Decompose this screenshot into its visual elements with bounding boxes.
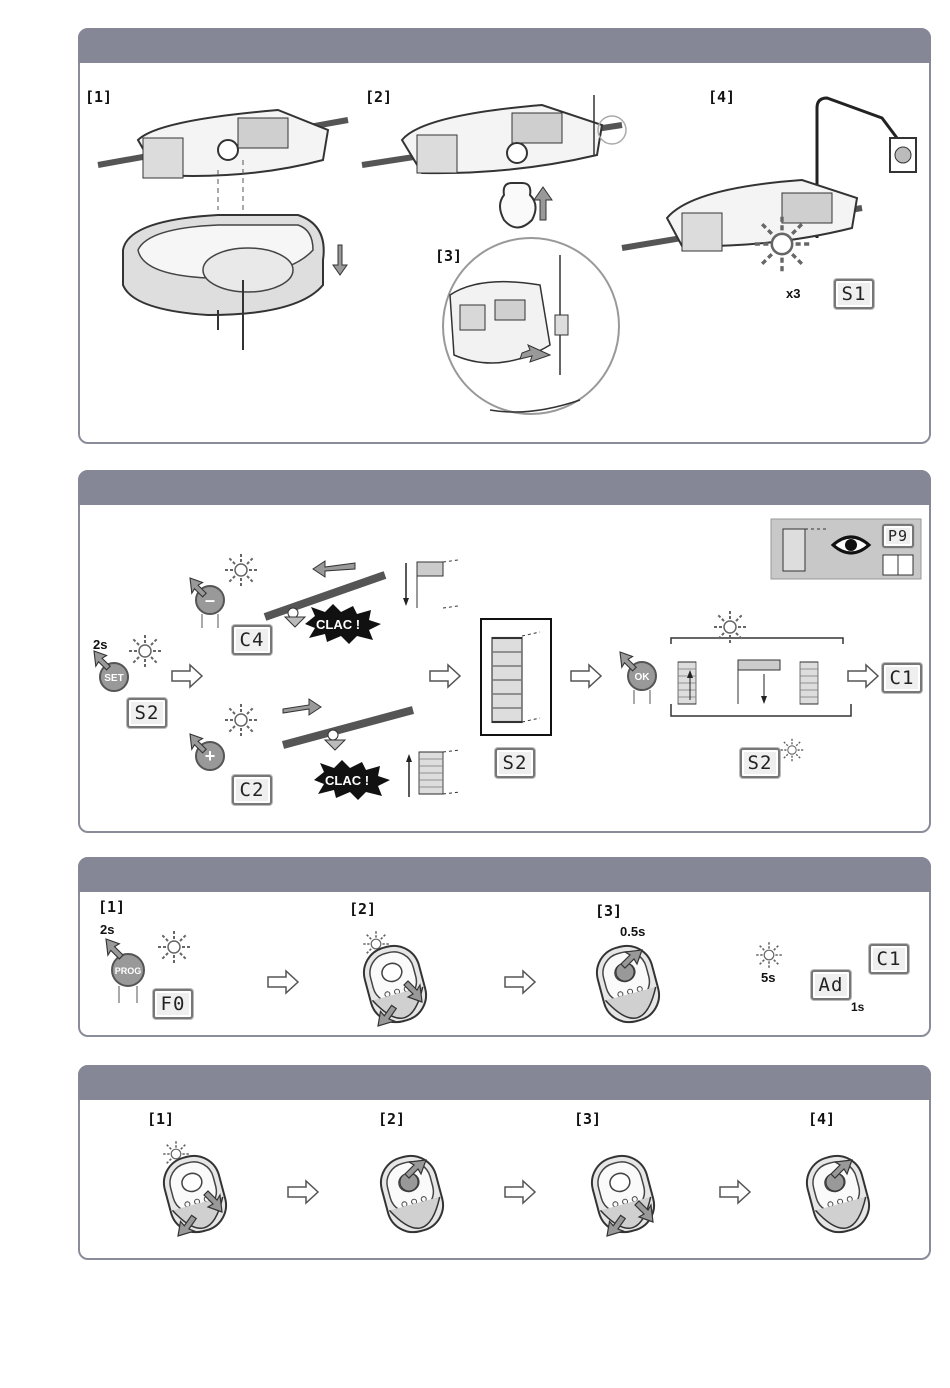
light-bulb-icon: [712, 609, 748, 645]
step-label-3: [3]: [595, 902, 622, 920]
arrow-right-icon: [268, 971, 300, 995]
door-open-small: [403, 558, 463, 618]
display-s2-door: S2: [495, 748, 535, 778]
display-s1: S1: [834, 279, 874, 309]
light-bulb-icon: [223, 702, 259, 738]
step-label-2: [2]: [378, 1110, 405, 1128]
display-s2-after-set: S2: [127, 698, 167, 728]
plus-button: +: [186, 700, 276, 780]
eye-icon: [833, 537, 869, 553]
minus-button: –: [186, 550, 276, 630]
display-p9: P9: [882, 524, 914, 548]
clac-label-bottom: CLAC !: [325, 773, 369, 788]
arrow-right-icon: [430, 665, 462, 689]
display-time-label: 1s: [851, 1000, 864, 1014]
panel-header-bar: [78, 470, 931, 505]
flash-count-label: x3: [786, 286, 800, 301]
antenna-detail-illustration: [440, 235, 622, 417]
set-button: SET: [92, 645, 152, 695]
arrow-right-icon: [172, 665, 204, 689]
arrow-right-icon: [571, 665, 603, 689]
display-f0: F0: [153, 989, 193, 1019]
step-label-4: [4]: [808, 1110, 835, 1128]
panel-header-bar: [78, 28, 931, 63]
display-c2: C2: [232, 775, 272, 805]
remote-control-icon: [800, 1150, 880, 1240]
wait-time-label: 5s: [761, 970, 775, 985]
arrow-right-icon: [288, 1181, 320, 1205]
press-arrow-icon: [620, 652, 636, 671]
power-connection-illustration: [622, 98, 922, 298]
motor-head-illustration: [98, 100, 348, 350]
arrow-right-icon: [505, 1181, 537, 1205]
panel-header-bar: [78, 1065, 931, 1100]
door-closed-small: [405, 742, 465, 802]
remote-pairing-panel: [78, 857, 931, 1037]
arrow-right-icon: [720, 1181, 752, 1205]
light-bulb-icon: [500, 183, 536, 228]
remote-control-icon: [150, 1140, 240, 1240]
light-bulb-icon: [223, 552, 259, 588]
door-icon: [492, 638, 522, 722]
display-c1-final: C1: [869, 944, 909, 974]
manual-book-icon: [883, 555, 913, 575]
wait-light: [752, 940, 786, 970]
light-bulb-icon: [755, 941, 784, 970]
press-arrow-icon: [94, 651, 110, 670]
test-cycle-illustration: [668, 612, 853, 728]
ok-button: OK: [618, 652, 663, 707]
display-s2-cycle: S2: [740, 748, 780, 778]
light-bulb-icon: [156, 929, 192, 965]
step-label-2: [2]: [349, 900, 376, 918]
remote-control-icon: [374, 1150, 454, 1240]
step-label-3: [3]: [574, 1110, 601, 1128]
step-label-1: [1]: [98, 898, 125, 916]
remote-control-icon: [590, 940, 670, 1030]
step-label-1: [1]: [147, 1110, 174, 1128]
clac-label-top: CLAC !: [316, 617, 360, 632]
arrow-right-icon: [848, 665, 880, 689]
set-button-label: SET: [104, 673, 123, 684]
prog-button-label: PROG: [115, 966, 142, 976]
remote-control-icon: [583, 1150, 673, 1240]
bulb-installation-illustration: [362, 95, 632, 235]
rail-open-illustration: [283, 695, 413, 765]
ok-button-label: OK: [635, 672, 651, 683]
display-ad: Ad: [811, 970, 851, 1000]
arrow-right-icon: [505, 971, 537, 995]
press-arrow-icon: [106, 939, 123, 959]
display-c1: C1: [882, 663, 922, 693]
press-time-label: 0.5s: [620, 924, 645, 939]
door-position-frame: [480, 618, 552, 736]
remote-control-icon: [350, 930, 440, 1030]
panel-header-bar: [78, 857, 931, 892]
flash-burst: [780, 738, 804, 762]
